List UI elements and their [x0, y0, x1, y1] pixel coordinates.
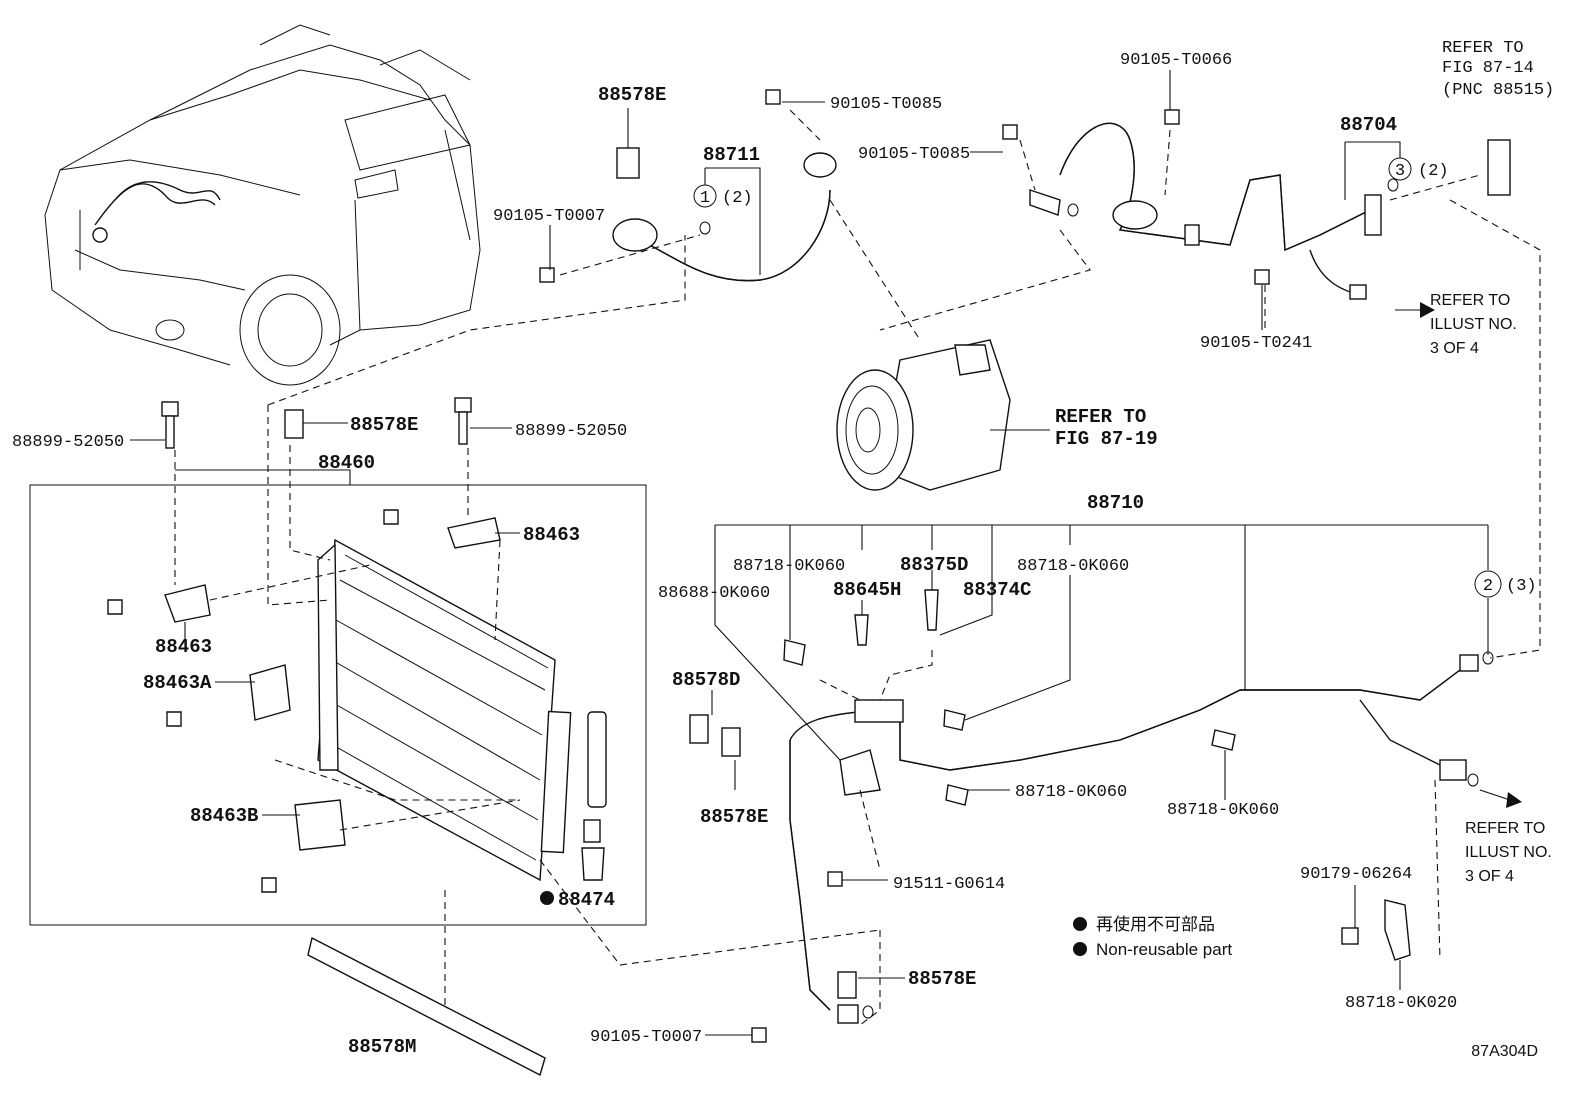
- legend: 再使用不可部品 Non-reusable part: [1073, 914, 1232, 959]
- callout-1-qty: (2): [722, 189, 753, 208]
- radiator-support-88578M: [307, 936, 546, 1077]
- bolt-88899-52050-a: [161, 401, 179, 449]
- condenser-assembly: [317, 538, 607, 882]
- label-88578D: 88578D: [672, 669, 740, 691]
- callout-2: 2 (3): [1474, 570, 1537, 598]
- svg-text:3 OF 4: 3 OF 4: [1430, 340, 1479, 357]
- legend-text-jp: 再使用不可部品: [1096, 914, 1215, 934]
- callout-1: 1 (2): [693, 184, 753, 208]
- bolt-88899-52050-b: [454, 397, 472, 445]
- label-88688-0K060: 88688-0K060: [658, 584, 770, 603]
- label-88578E-a: 88578E: [598, 84, 666, 106]
- vehicle-illustration: [44, 24, 481, 386]
- non-reusable-marker-88474: [540, 891, 554, 905]
- label-88718-0K060-b: 88718-0K060: [1017, 557, 1129, 576]
- svg-text:REFER TO: REFER TO: [1442, 39, 1524, 58]
- callout-3: 3 (2): [1388, 157, 1449, 181]
- label-88578E-c: 88578E: [700, 806, 768, 828]
- label-88374C: 88374C: [963, 579, 1031, 601]
- callout-3-qty: (2): [1418, 162, 1449, 181]
- ref-illust-bottom: REFER TO ILLUST NO. 3 OF 4: [1465, 820, 1552, 885]
- bracket-88463-lower: [107, 584, 211, 623]
- bracket-88463-upper: [383, 509, 501, 549]
- label-88645H: 88645H: [833, 579, 901, 601]
- label-90105-T0007-b: 90105-T0007: [590, 1028, 702, 1047]
- pipe-assembly-88710: [689, 589, 1479, 1043]
- legend-marker-jp: [1073, 917, 1087, 931]
- condenser-group-frame: [29, 484, 647, 926]
- label-88899-52050-a: 88899-52050: [12, 433, 124, 452]
- label-88704: 88704: [1340, 114, 1397, 136]
- label-88578E-d: 88578E: [908, 968, 976, 990]
- label-88474: 88474: [558, 889, 615, 911]
- svg-text:ILLUST NO.: ILLUST NO.: [1465, 844, 1552, 861]
- cushion-88578E-b: [284, 409, 304, 439]
- svg-text:REFER TO: REFER TO: [1465, 820, 1545, 837]
- label-88718-0K020: 88718-0K020: [1345, 994, 1457, 1013]
- compressor-assembly: [836, 339, 1011, 491]
- ref-illust-top: REFER TO ILLUST NO. 3 OF 4: [1430, 292, 1517, 357]
- label-88578E-b: 88578E: [350, 414, 418, 436]
- legend-text-en: Non-reusable part: [1096, 940, 1232, 959]
- svg-text:ILLUST NO.: ILLUST NO.: [1430, 316, 1517, 333]
- callout-2-qty: (3): [1506, 577, 1537, 596]
- label-90105-T0085-a: 90105-T0085: [830, 95, 942, 114]
- svg-text:FIG 87-14: FIG 87-14: [1442, 59, 1534, 78]
- label-88463B: 88463B: [190, 805, 258, 827]
- label-91511-G0614: 91511-G0614: [893, 875, 1005, 894]
- label-88578M: 88578M: [348, 1036, 416, 1058]
- part-labels: 88578E 88711 90105-T0085 90105-T0085 901…: [12, 51, 1457, 1058]
- bracket-88463A: [166, 664, 291, 727]
- ref-fig-87-14: REFER TO FIG 87-14 (PNC 88515): [1442, 39, 1554, 100]
- ref-fig-87-19: REFER TO FIG 87-19: [1055, 406, 1158, 450]
- svg-text:FIG 87-19: FIG 87-19: [1055, 428, 1158, 450]
- svg-text:(PNC 88515): (PNC 88515): [1442, 81, 1554, 100]
- label-90105-T0066: 90105-T0066: [1120, 51, 1232, 70]
- label-88711: 88711: [703, 144, 760, 166]
- svg-text:3 OF 4: 3 OF 4: [1465, 868, 1514, 885]
- label-88460: 88460: [318, 452, 375, 474]
- label-88463A: 88463A: [143, 672, 212, 694]
- label-88718-0K060-a: 88718-0K060: [733, 557, 845, 576]
- svg-text:REFER TO: REFER TO: [1055, 406, 1146, 428]
- label-88463-b: 88463: [155, 636, 212, 658]
- label-90179-06264: 90179-06264: [1300, 865, 1412, 884]
- label-90105-T0241: 90105-T0241: [1200, 334, 1312, 353]
- callout-1-number: 1: [700, 189, 710, 208]
- callout-2-number: 2: [1483, 577, 1493, 596]
- discharge-hose-88711: [539, 89, 837, 283]
- label-90105-T0085-b: 90105-T0085: [858, 145, 970, 164]
- label-88718-0K060-d: 88718-0K060: [1167, 801, 1279, 820]
- leader-lines: [130, 70, 1522, 1036]
- label-88710: 88710: [1087, 492, 1144, 514]
- bracket-88463B: [261, 799, 346, 893]
- label-88375D: 88375D: [900, 554, 968, 576]
- svg-text:REFER TO: REFER TO: [1430, 292, 1510, 309]
- label-88899-52050-b: 88899-52050: [515, 422, 627, 441]
- suction-hose-88704: [1002, 109, 1511, 300]
- callout-3-number: 3: [1395, 162, 1405, 181]
- label-88718-0K060-c: 88718-0K060: [1015, 783, 1127, 802]
- diagram-code: 87A304D: [1471, 1043, 1538, 1060]
- legend-marker-en: [1073, 942, 1087, 956]
- label-88463-a: 88463: [523, 524, 580, 546]
- label-90105-T0007-a: 90105-T0007: [493, 207, 605, 226]
